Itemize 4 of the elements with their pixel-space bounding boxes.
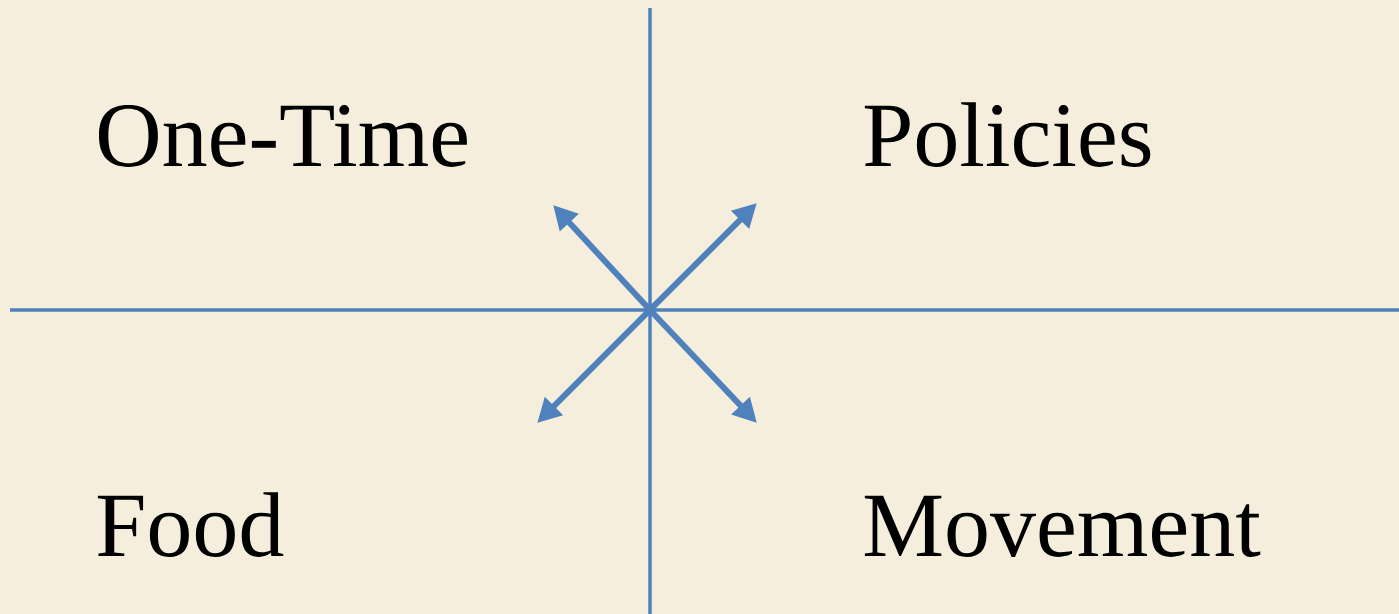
quadrant-label: One-Time xyxy=(99,105,467,167)
quadrant-label: Movement xyxy=(864,495,1261,557)
quadrant-label: Food xyxy=(97,492,284,557)
quadrant-label: Policies xyxy=(864,102,1151,167)
